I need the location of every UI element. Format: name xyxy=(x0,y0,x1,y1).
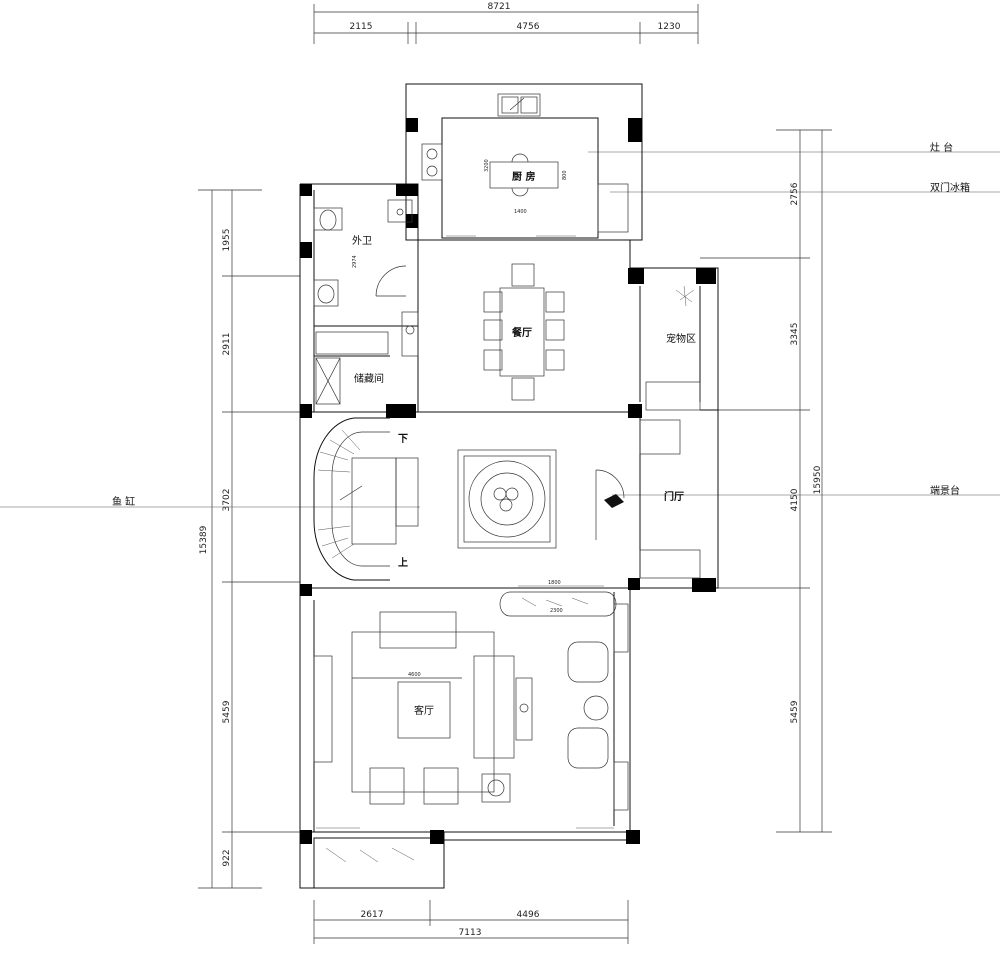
callout-niche: 端景台 xyxy=(930,484,960,497)
stair-up-label: 上 xyxy=(398,556,408,569)
dim-right-4: 5459 xyxy=(790,700,800,723)
left-dimension-line: 15389 1955 2911 3702 5459 922 xyxy=(198,189,300,889)
bottom-dimension-line: 2617 4496 7113 xyxy=(313,900,629,944)
dim-left-3: 3702 xyxy=(222,489,232,512)
dim-bottom-1: 2617 xyxy=(361,910,384,920)
dim-right-3: 4150 xyxy=(790,488,800,511)
pet-area: 宠物区 xyxy=(645,285,701,411)
dim-right-2: 3345 xyxy=(790,323,800,346)
callout-aquarium: 鱼 缸 xyxy=(112,495,135,508)
room-living: 客厅 xyxy=(414,704,434,717)
dining-room: 餐厅 xyxy=(483,263,565,401)
dim-top-total: 8721 xyxy=(488,2,511,12)
dim-kitchen-table: 800 xyxy=(562,170,568,180)
dim-top-1: 2115 xyxy=(350,22,373,32)
dim-console: 2300 xyxy=(550,608,563,614)
columns xyxy=(300,118,716,844)
dim-left-1: 1955 xyxy=(222,229,232,252)
balcony xyxy=(316,827,614,863)
walls xyxy=(299,83,719,889)
dim-bath-height: 2974 xyxy=(352,255,358,268)
dim-kitchen-height: 3200 xyxy=(484,159,490,172)
room-storage: 储藏间 xyxy=(354,372,384,385)
dim-living-rug: 4600 xyxy=(408,672,421,678)
kitchen: 厨 房 1400 3200 800 xyxy=(421,93,629,237)
callouts: 灶 台 双门冰箱 鱼 缸 端景台 xyxy=(0,141,1000,508)
callout-fridge: 双门冰箱 xyxy=(930,181,970,194)
dim-top-2: 4756 xyxy=(517,22,540,32)
dim-right-1: 2756 xyxy=(790,182,800,205)
living-room: 4600 客厅 xyxy=(313,603,629,811)
dim-left-4: 5459 xyxy=(222,700,232,723)
stair-down-label: 下 xyxy=(398,433,408,445)
dim-foyer-window: 1800 xyxy=(548,580,561,586)
room-kitchen: 厨 房 xyxy=(512,170,535,183)
top-dimension-line: 8721 2115 4756 1230 xyxy=(313,2,699,44)
callout-stove: 灶 台 xyxy=(930,141,953,154)
dim-right-total: 15950 xyxy=(813,465,823,494)
dim-left-total: 15389 xyxy=(199,525,209,554)
room-dining: 餐厅 xyxy=(511,326,532,339)
foyer: 门厅 1800 xyxy=(457,419,701,587)
dim-bottom-2: 4496 xyxy=(517,910,540,920)
room-pet-area: 宠物区 xyxy=(666,332,696,345)
dim-kitchen-width: 1400 xyxy=(514,209,527,215)
dim-top-3: 1230 xyxy=(658,22,681,32)
dim-left-2: 2911 xyxy=(222,333,232,356)
dim-bottom-total: 7113 xyxy=(459,928,482,938)
room-foyer: 门厅 xyxy=(664,490,684,503)
staircase: 下 上 xyxy=(313,417,419,581)
console-planter: 2300 xyxy=(499,591,617,617)
bathroom: 外卫 2974 储藏间 xyxy=(313,199,419,405)
room-bathroom: 外卫 xyxy=(352,235,372,247)
right-dimension-line: 15950 2756 3345 4150 5459 xyxy=(700,129,832,833)
dim-left-5: 922 xyxy=(222,849,232,866)
